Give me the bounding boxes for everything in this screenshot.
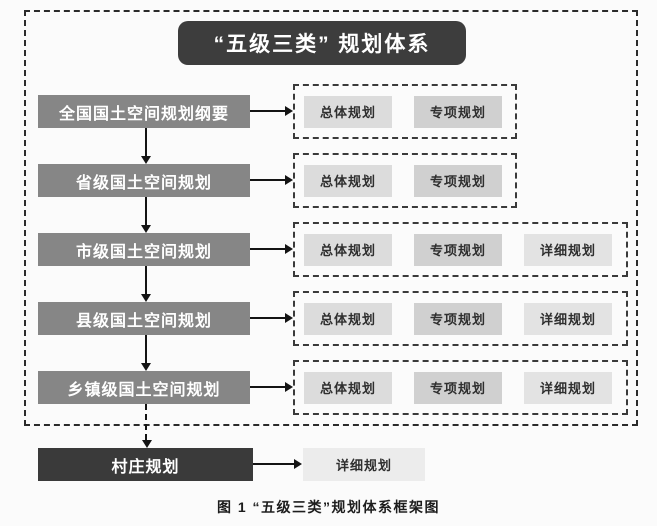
plan-box-special: 专项规划 — [414, 371, 502, 404]
arrow-right-township-icon — [250, 382, 293, 392]
plan-box-special: 专项规划 — [414, 302, 502, 335]
level-box-county: 县级国土空间规划 — [38, 302, 250, 335]
arrow-right-city-icon — [250, 244, 293, 254]
figure-caption: 图 1 “五级三类”规划体系框架图 — [216, 499, 441, 515]
level-box-township: 乡镇级国土空间规划 — [38, 371, 250, 404]
plan-box-special: 专项规划 — [414, 233, 502, 266]
plan-group-county: 总体规划 专项规划 详细规划 — [293, 291, 628, 346]
level-box-village: 村庄规划 — [38, 448, 253, 481]
plan-box-general: 总体规划 — [304, 371, 392, 404]
arrow-down-dashed-township-village-icon — [142, 404, 152, 448]
plan-box-general: 总体规划 — [304, 164, 392, 197]
plan-box-detailed: 详细规划 — [524, 371, 612, 404]
level-box-national: 全国国土空间规划纲要 — [38, 95, 250, 128]
plan-group-township: 总体规划 专项规划 详细规划 — [293, 360, 628, 415]
arrow-right-provincial-icon — [250, 175, 293, 185]
plan-group-provincial: 总体规划 专项规划 — [293, 153, 517, 208]
plan-box-detailed-village: 详细规划 — [303, 448, 425, 481]
plan-group-city: 总体规划 专项规划 详细规划 — [293, 222, 628, 277]
level-box-city: 市级国土空间规划 — [38, 233, 250, 266]
plan-box-special: 专项规划 — [414, 164, 502, 197]
arrow-down-county-township-icon — [141, 335, 151, 371]
arrow-right-national-icon — [250, 106, 293, 116]
plan-box-special: 专项规划 — [414, 95, 502, 128]
arrow-right-county-icon — [250, 313, 293, 323]
plan-box-general: 总体规划 — [304, 302, 392, 335]
plan-box-detailed: 详细规划 — [524, 233, 612, 266]
plan-box-general: 总体规划 — [304, 95, 392, 128]
arrow-right-village-icon — [253, 459, 302, 469]
arrow-down-provincial-city-icon — [141, 197, 151, 233]
arrow-down-national-provincial-icon — [141, 128, 151, 164]
plan-group-national: 总体规划 专项规划 — [293, 84, 517, 139]
outer-dashed-border — [24, 10, 638, 426]
diagram-title: “五级三类” 规划体系 — [178, 21, 466, 65]
plan-box-general: 总体规划 — [304, 233, 392, 266]
level-box-provincial: 省级国土空间规划 — [38, 164, 250, 197]
arrow-down-city-county-icon — [141, 266, 151, 302]
plan-box-detailed: 详细规划 — [524, 302, 612, 335]
